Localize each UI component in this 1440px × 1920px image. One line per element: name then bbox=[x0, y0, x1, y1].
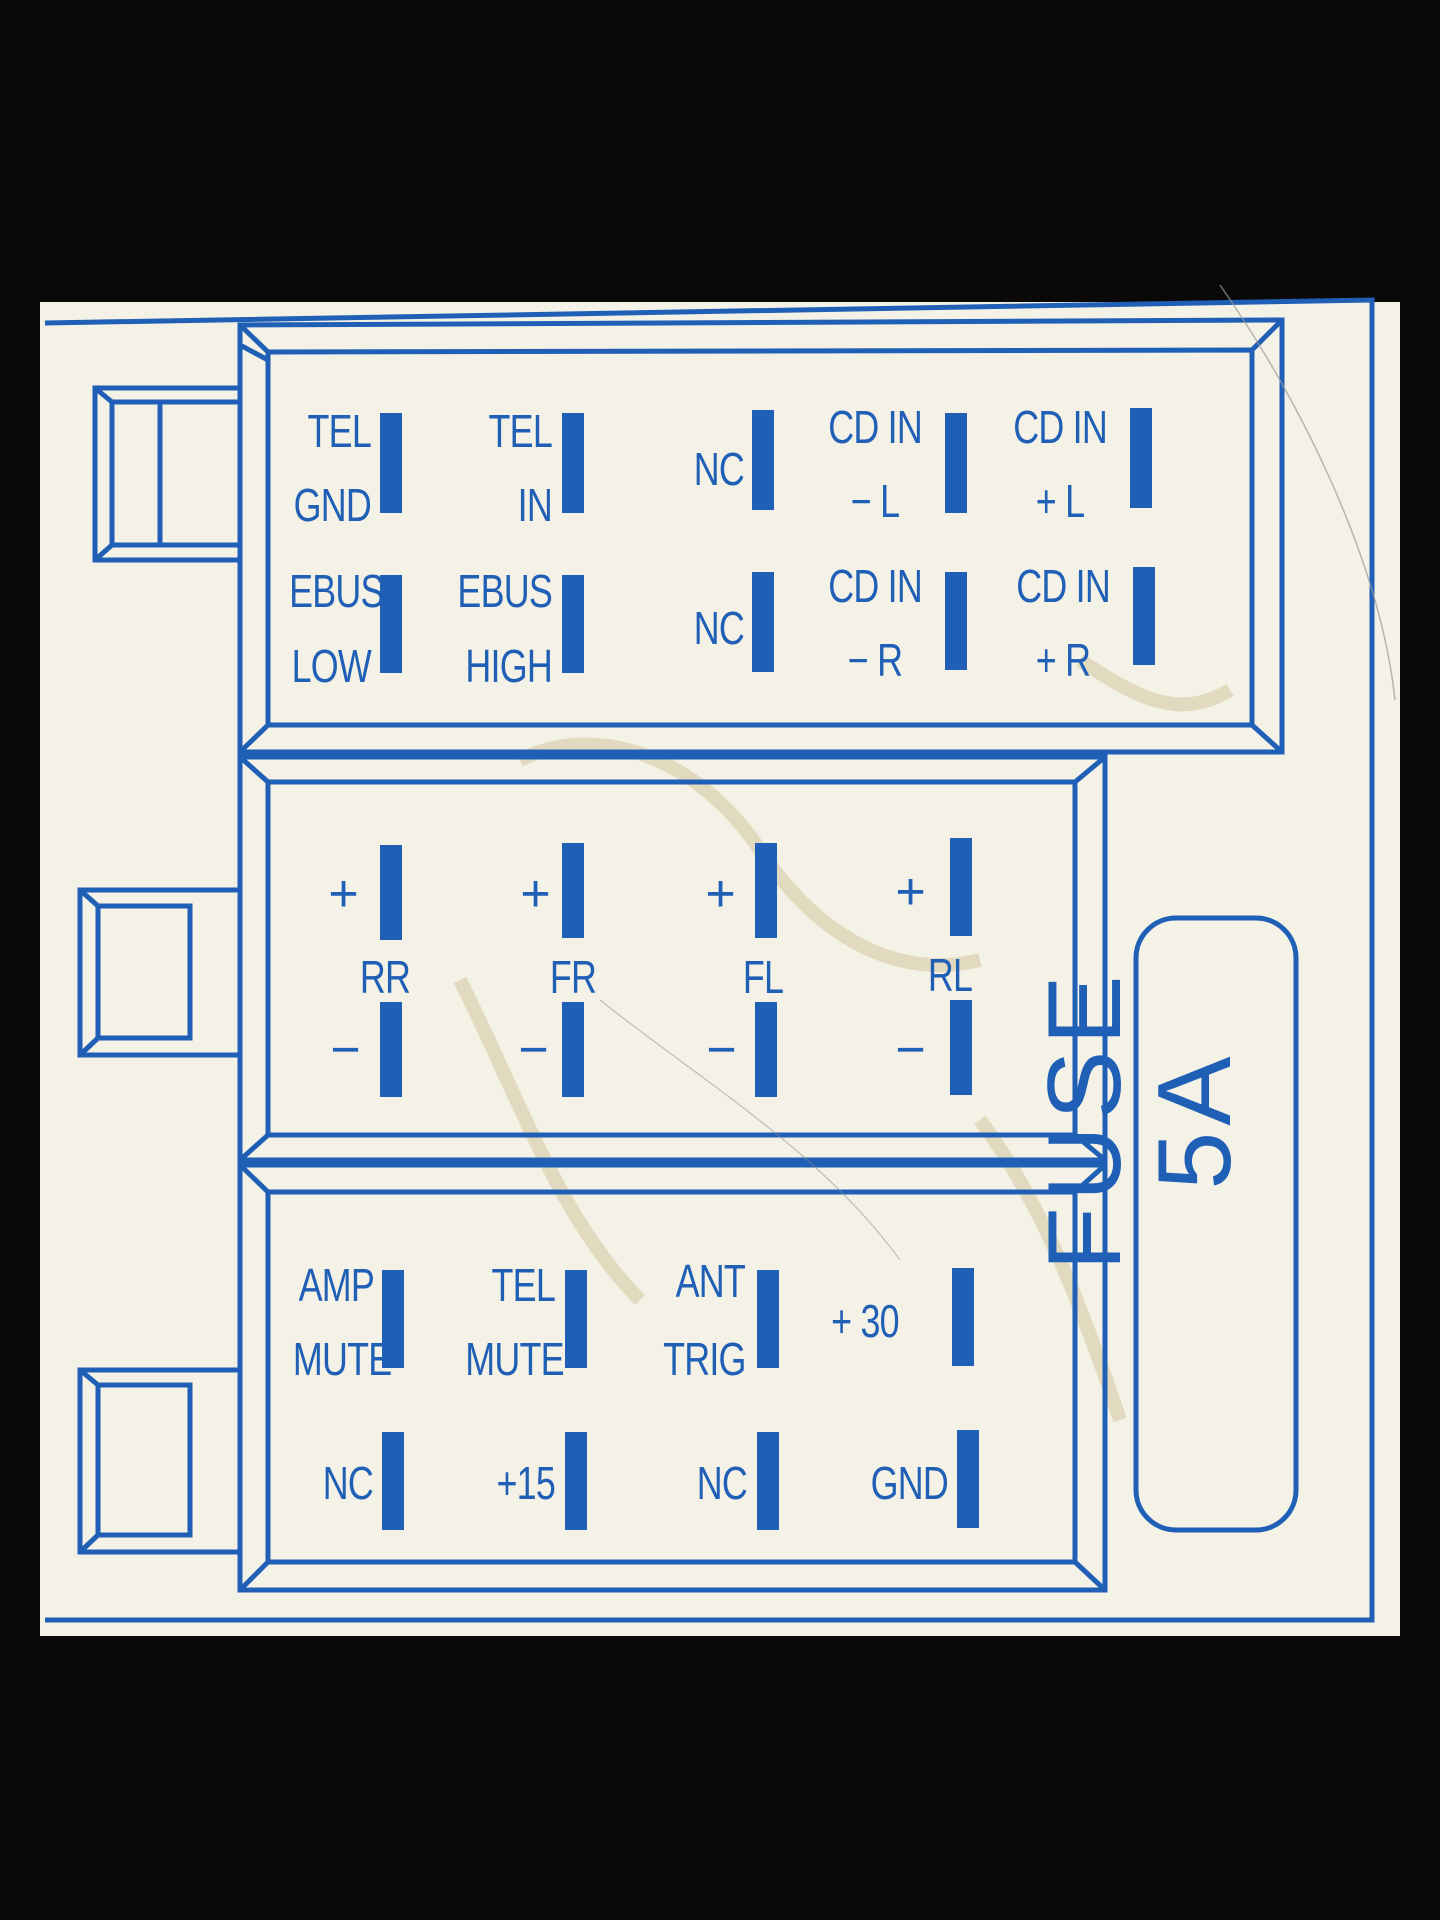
label-cd-in-r-minus-top: CD IN bbox=[828, 560, 923, 612]
plus-fr: + bbox=[520, 865, 550, 923]
minus-rl: − bbox=[895, 1021, 925, 1079]
label-ebus-low-bottom: LOW bbox=[291, 640, 372, 692]
label-plus-15: +15 bbox=[496, 1457, 555, 1509]
pin-fr-minus bbox=[562, 1002, 584, 1097]
channel-fr: FR bbox=[549, 951, 597, 1003]
pin-amp-mute bbox=[382, 1270, 404, 1368]
pin-rl-minus bbox=[950, 1000, 972, 1095]
label-ebus-high-top: EBUS bbox=[457, 565, 552, 617]
label-plus-30: + 30 bbox=[831, 1295, 899, 1347]
pin-nc-a1 bbox=[752, 410, 774, 510]
pin-cd-in-plus-l bbox=[1130, 408, 1152, 508]
screen-crack bbox=[1219, 284, 1396, 701]
pin-tel-in bbox=[562, 413, 584, 513]
label-cd-in-l-plus-bottom: + L bbox=[1035, 475, 1085, 527]
channel-fl: FL bbox=[742, 951, 784, 1003]
label-nc-a2: NC bbox=[693, 602, 745, 654]
pin-nc-c2 bbox=[757, 1432, 779, 1530]
minus-rr: − bbox=[330, 1021, 360, 1079]
pin-fl-plus bbox=[755, 843, 777, 938]
label-cd-in-l-plus-top: CD IN bbox=[1013, 401, 1108, 453]
pin-plus-30 bbox=[952, 1268, 974, 1366]
pin-nc-a2 bbox=[752, 572, 774, 672]
pin-rr-minus bbox=[380, 1002, 402, 1097]
label-cd-in-l-minus-top: CD IN bbox=[828, 401, 923, 453]
pin-ebus-high bbox=[562, 575, 584, 673]
pin-tel-mute bbox=[565, 1270, 587, 1368]
label-tel-gnd-bottom: GND bbox=[293, 479, 372, 531]
pin-ant-trig bbox=[757, 1270, 779, 1368]
label-cd-in-r-plus-top: CD IN bbox=[1016, 560, 1111, 612]
pin-cd-in-minus-l bbox=[945, 413, 967, 513]
label-nc-c1: NC bbox=[322, 1457, 374, 1509]
connector-c-frame bbox=[77, 1162, 1108, 1593]
pin-tel-gnd bbox=[380, 413, 402, 513]
connector-a-frame bbox=[92, 317, 1285, 755]
pin-fr-plus bbox=[562, 843, 584, 938]
pin-fl-minus bbox=[755, 1002, 777, 1097]
plus-fl: + bbox=[705, 865, 735, 923]
pin-cd-in-minus-r bbox=[945, 572, 967, 670]
connector-c-pins bbox=[382, 1268, 979, 1530]
label-nc-a1: NC bbox=[693, 443, 745, 495]
minus-fr: − bbox=[518, 1021, 548, 1079]
minus-fl: − bbox=[706, 1021, 736, 1079]
fuse-label: FUSE 5A bbox=[1027, 969, 1253, 1271]
label-ebus-low-top: EBUS bbox=[289, 565, 384, 617]
pin-plus-15 bbox=[565, 1432, 587, 1530]
pin-ebus-low bbox=[380, 575, 402, 673]
connector-a-pins bbox=[380, 408, 1155, 673]
pin-rr-plus bbox=[380, 845, 402, 940]
channel-rl: RL bbox=[927, 949, 973, 1001]
pin-nc-c1 bbox=[382, 1432, 404, 1530]
fuse-box bbox=[1133, 915, 1299, 1533]
label-ebus-high-bottom: HIGH bbox=[465, 640, 552, 692]
screen-crack-2 bbox=[599, 999, 901, 1261]
label-tel-gnd-top: TEL bbox=[307, 405, 372, 457]
label-cd-in-r-minus-bottom: − R bbox=[847, 634, 903, 686]
label-cd-in-l-minus-bottom: − L bbox=[850, 475, 900, 527]
label-tel-in-bottom: IN bbox=[517, 479, 553, 531]
label-ant-trig-bottom: TRIG bbox=[663, 1333, 746, 1385]
plus-rr: + bbox=[328, 865, 358, 923]
label-amp-mute-top: AMP bbox=[298, 1259, 375, 1311]
connector-b-frame bbox=[77, 754, 1108, 1163]
pin-rl-plus bbox=[950, 838, 972, 936]
label-tel-mute-top: TEL bbox=[491, 1259, 556, 1311]
plus-rl: + bbox=[895, 863, 925, 921]
label-cd-in-r-plus-bottom: + R bbox=[1035, 634, 1091, 686]
sheet-border bbox=[44, 297, 1375, 1623]
label-nc-c2: NC bbox=[696, 1457, 748, 1509]
connector-b-pins bbox=[380, 838, 972, 1097]
label-amp-mute-bottom: MUTE bbox=[292, 1333, 392, 1385]
label-ant-trig-top: ANT bbox=[675, 1255, 746, 1307]
channel-rr: RR bbox=[359, 951, 411, 1003]
pin-cd-in-plus-r bbox=[1133, 567, 1155, 665]
label-tel-mute-bottom: MUTE bbox=[465, 1333, 564, 1385]
label-tel-in-top: TEL bbox=[488, 405, 553, 457]
pin-gnd bbox=[957, 1430, 979, 1528]
paper-sheet bbox=[40, 302, 1400, 1636]
label-gnd: GND bbox=[870, 1457, 949, 1509]
